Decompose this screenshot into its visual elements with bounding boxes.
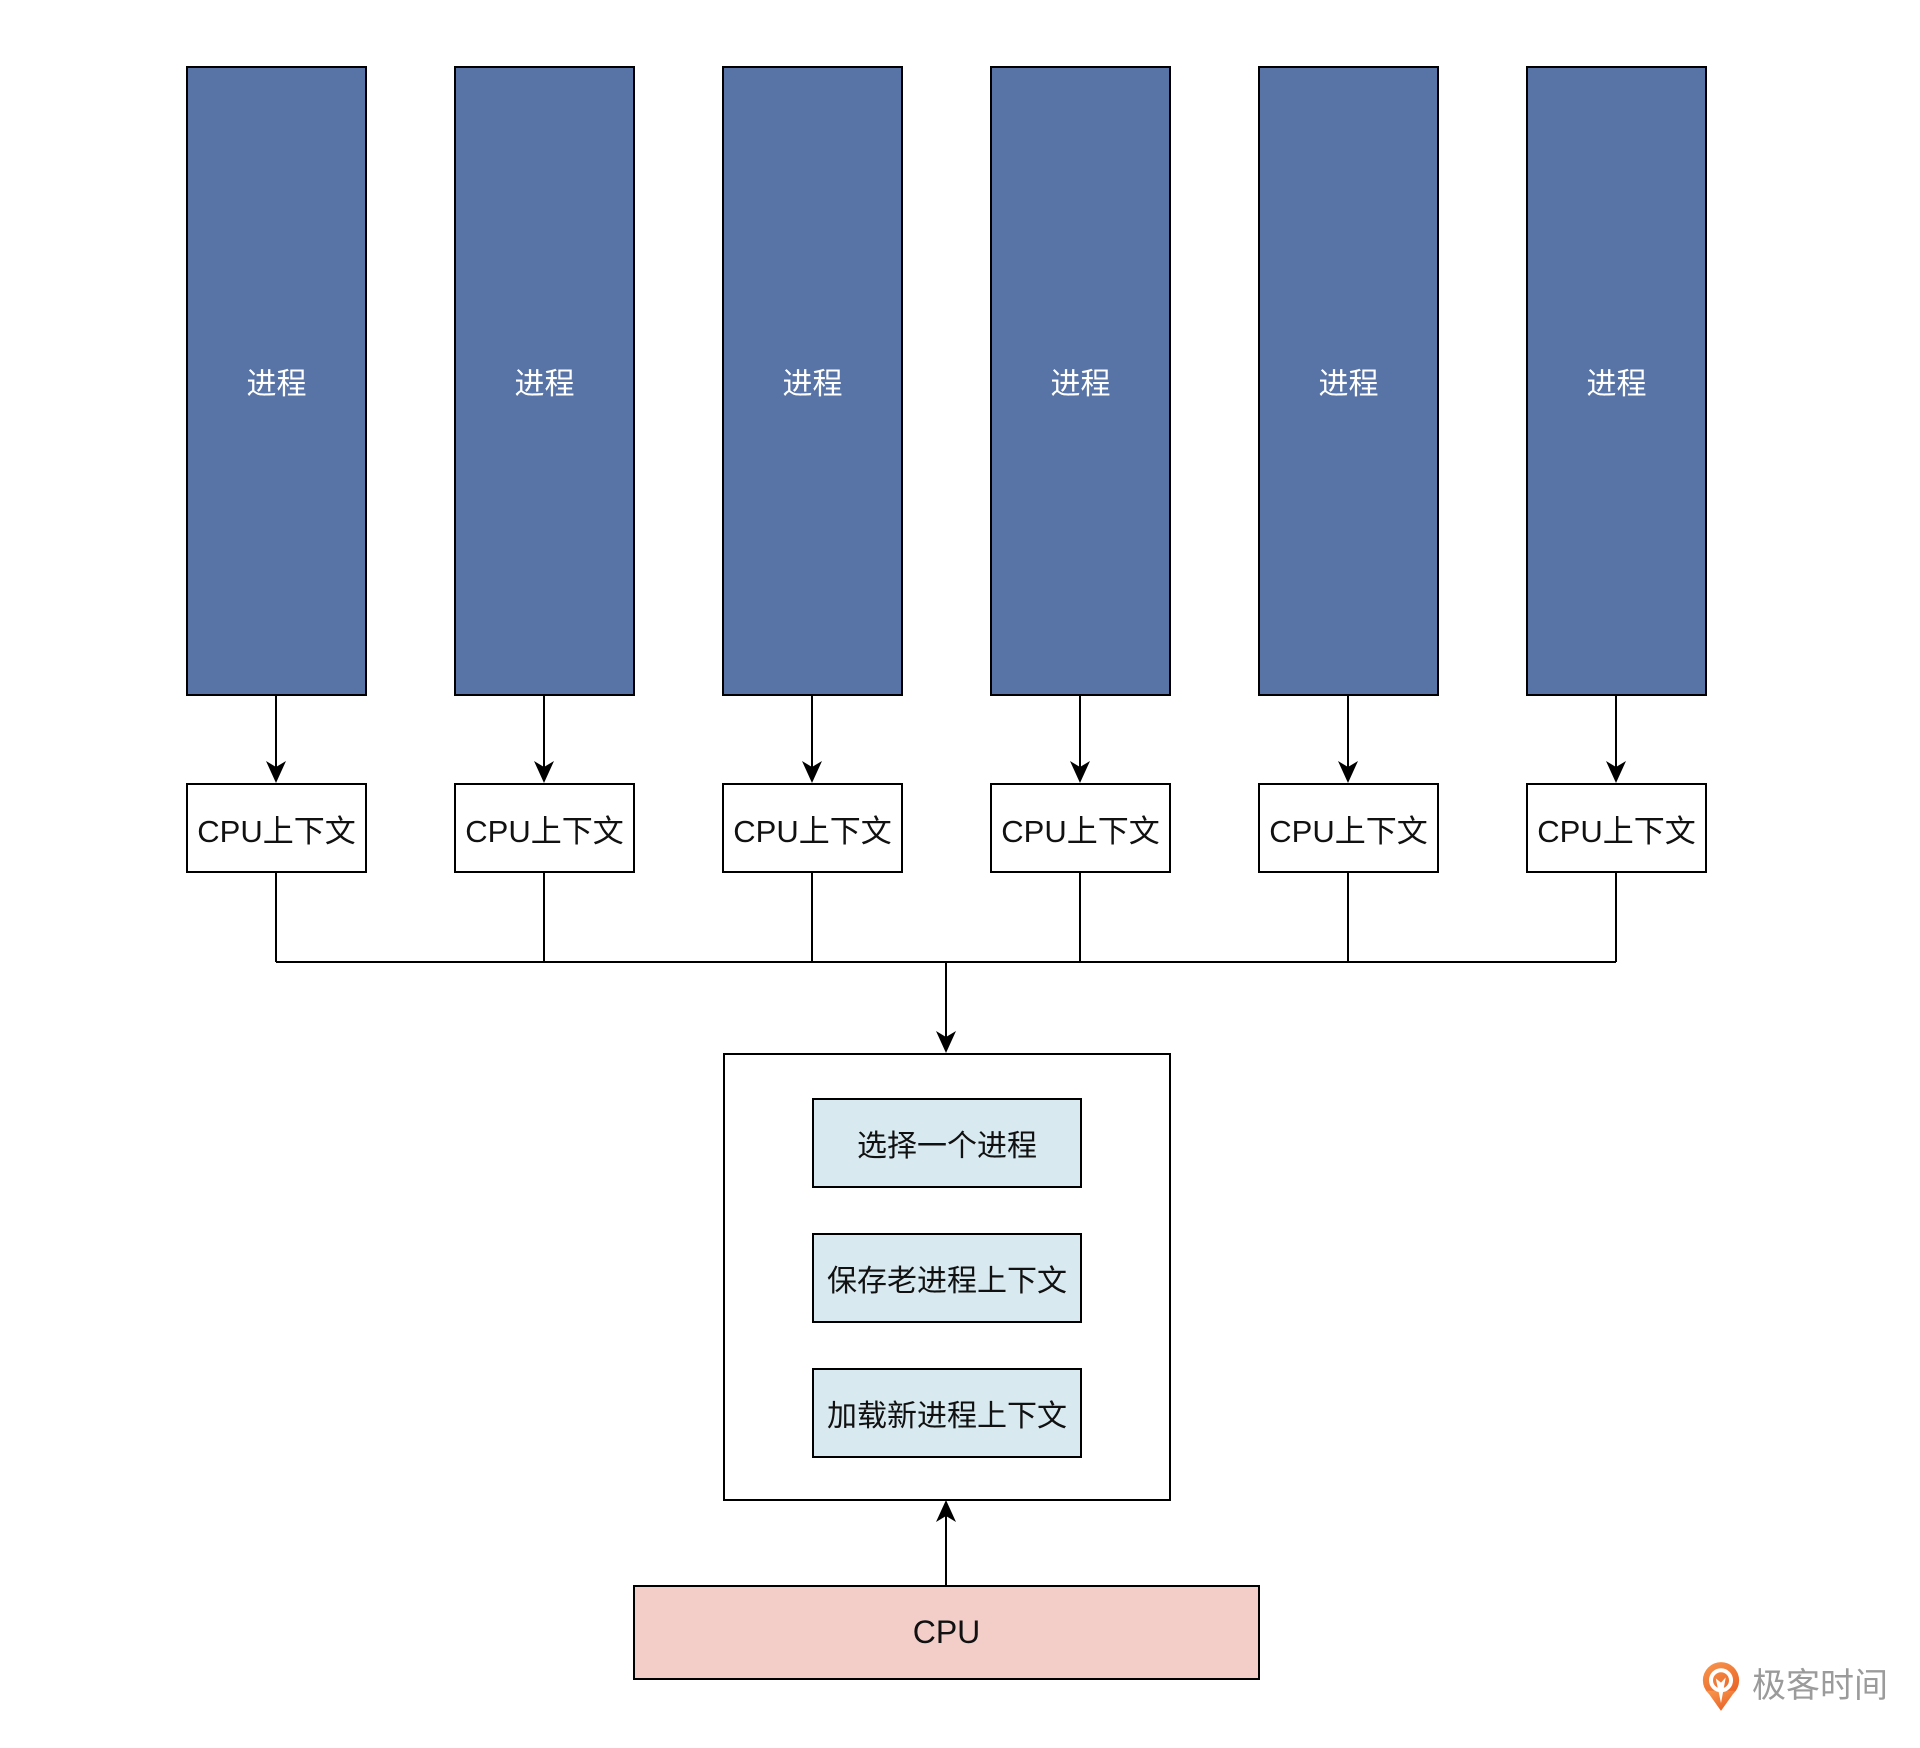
cpu-context-box: CPU上下文 (990, 783, 1171, 873)
process-box: 进程 (1258, 66, 1439, 696)
cpu-context-label: CPU上下文 (465, 813, 624, 849)
process-box: 进程 (454, 66, 635, 696)
cpu-context-box: CPU上下文 (186, 783, 367, 873)
cpu-context-box: CPU上下文 (1526, 783, 1707, 873)
scheduler-step: 加载新进程上下文 (812, 1368, 1082, 1458)
scheduler-step: 选择一个进程 (812, 1098, 1082, 1188)
scheduler-step-label: 保存老进程上下文 (827, 1265, 1067, 1298)
geektime-logo: 极客时间 (1700, 1660, 1888, 1712)
process-label: 进程 (782, 368, 843, 401)
cpu-context-box: CPU上下文 (722, 783, 903, 873)
process-label: 进程 (246, 368, 307, 401)
cpu-label: CPU (912, 1614, 981, 1650)
process-label: 进程 (1050, 368, 1111, 401)
geektime-pin-icon (1702, 1662, 1740, 1711)
process-box: 进程 (990, 66, 1171, 696)
process-label: 进程 (514, 368, 575, 401)
scheduler-step-label: 选择一个进程 (857, 1130, 1037, 1163)
cpu-context-box: CPU上下文 (1258, 783, 1439, 873)
cpu-box: CPU (633, 1585, 1260, 1680)
cpu-context-label: CPU上下文 (197, 813, 356, 849)
scheduler-step-label: 加载新进程上下文 (827, 1400, 1067, 1433)
process-box: 进程 (722, 66, 903, 696)
process-label: 进程 (1586, 368, 1647, 401)
process-box: 进程 (186, 66, 367, 696)
geektime-logo-text: 极客时间 (1752, 1667, 1888, 1705)
cpu-context-label: CPU上下文 (1001, 813, 1160, 849)
cpu-context-label: CPU上下文 (1537, 813, 1696, 849)
process-box: 进程 (1526, 66, 1707, 696)
process-label: 进程 (1318, 368, 1379, 401)
cpu-context-label: CPU上下文 (733, 813, 892, 849)
scheduler-step: 保存老进程上下文 (812, 1233, 1082, 1323)
cpu-context-box: CPU上下文 (454, 783, 635, 873)
cpu-context-label: CPU上下文 (1269, 813, 1428, 849)
